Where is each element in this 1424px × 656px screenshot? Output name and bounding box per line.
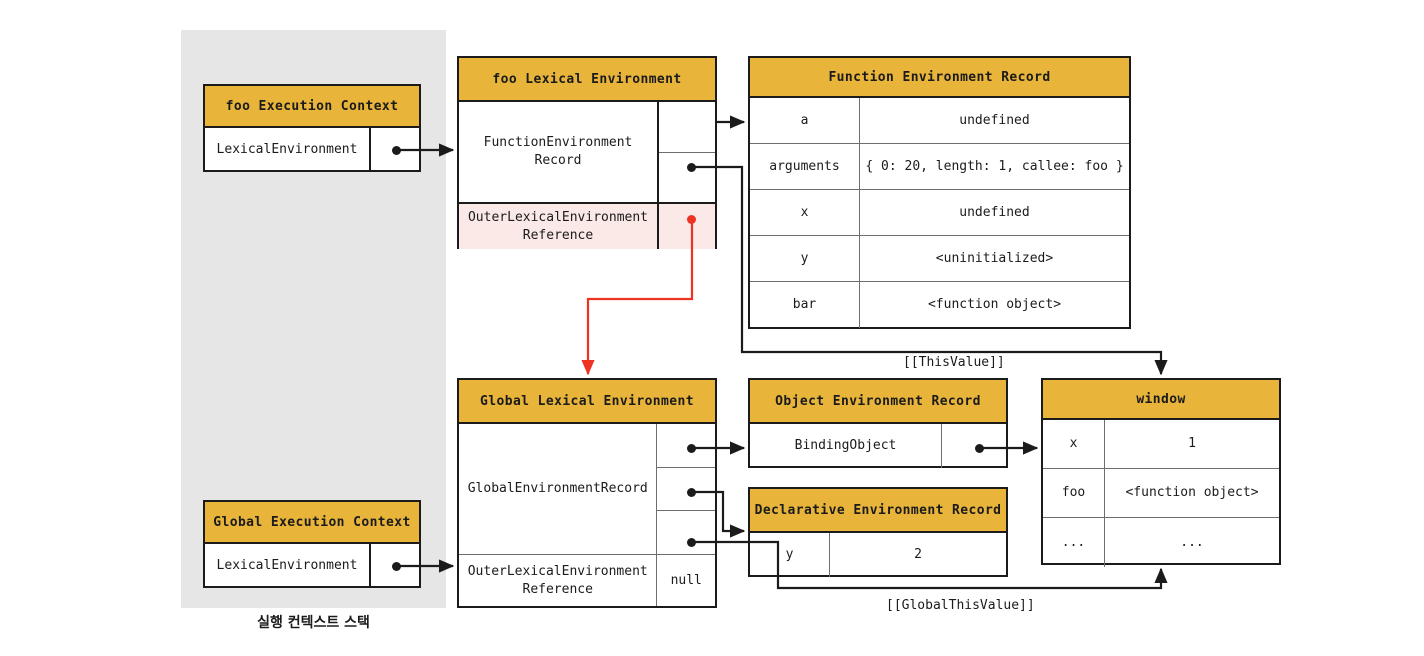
table-row: y 2 (750, 533, 1006, 577)
table-row: arguments { 0: 20, length: 1, callee: fo… (750, 144, 1129, 190)
wire-global-le-to-der (692, 490, 746, 538)
oer-key-bindingobject: BindingObject (750, 424, 942, 468)
table-row: OuterLexicalEnvironment Reference null (459, 554, 715, 606)
table-row: bar <function object> (750, 282, 1129, 328)
window-key-ellipsis: ... (1043, 518, 1105, 567)
window-key-foo: foo (1043, 469, 1105, 517)
declarative-environment-record-title: Declarative Environment Record (750, 489, 1006, 533)
table-row: x undefined (750, 190, 1129, 236)
global-execution-context-box: Global Execution Context LexicalEnvironm… (203, 500, 421, 588)
function-environment-record-title: Function Environment Record (750, 58, 1129, 98)
global-le-slot-declarative-record (657, 468, 715, 512)
execution-context-stack-caption: 실행 컨텍스트 스택 (257, 615, 370, 631)
window-object-box: window x 1 foo <function object> ... ... (1041, 378, 1281, 567)
global-lexical-environment-title: Global Lexical Environment (459, 380, 715, 424)
foo-le-slot-record (659, 102, 715, 153)
pointer-dot-global-le-globalthis (687, 538, 696, 547)
global-lexical-environment-box: Global Lexical Environment GlobalEnviron… (457, 378, 717, 608)
table-row: LexicalEnvironment (205, 544, 419, 588)
pointer-dot-bindingobject (975, 444, 984, 453)
global-execution-context-title: Global Execution Context (205, 502, 419, 544)
fer-value-a: undefined (959, 112, 1030, 128)
function-environment-record-box: Function Environment Record a undefined … (748, 56, 1131, 329)
pointer-dot-global-le-oer (687, 444, 696, 453)
der-key-y: y (750, 533, 830, 577)
global-le-outer-ref-pointer: null (657, 555, 715, 606)
fer-key-y: y (750, 236, 860, 281)
table-row: GlobalEnvironmentRecord (459, 424, 715, 554)
foo-le-record-label: FunctionEnvironment Record (459, 102, 659, 202)
fer-key-a: a (750, 98, 860, 143)
foo-lexical-environment-title: foo Lexical Environment (459, 58, 715, 102)
global-ec-lexical-environment-label: LexicalEnvironment (205, 544, 371, 588)
window-value-ellipsis: ... (1180, 534, 1204, 550)
table-row: FunctionEnvironment Record (459, 102, 715, 202)
foo-lexical-environment-box: foo Lexical Environment FunctionEnvironm… (457, 56, 717, 249)
wire-this-value-to-window (692, 165, 1168, 376)
pointer-dot-foo-le-this (687, 163, 696, 172)
wire-outer-ref-to-global-le (581, 219, 694, 376)
foo-le-record-pointer-slots (659, 102, 715, 202)
table-row: foo <function object> (1043, 469, 1279, 518)
pointer-dot-foo-le-outer-ref (687, 215, 696, 224)
fer-value-x: undefined (959, 204, 1030, 220)
fer-value-bar: <function object> (927, 297, 1062, 313)
global-le-outer-ref-value: null (670, 572, 702, 588)
window-value-x: 1 (1188, 436, 1196, 452)
fer-value-y: <uninitialized> (935, 250, 1054, 266)
global-le-record-pointer-slots (657, 424, 715, 554)
wire-label-this-value: [[ThisValue]] (903, 355, 1005, 370)
global-le-slot-object-record (657, 424, 715, 468)
table-row: x 1 (1043, 420, 1279, 469)
window-value-foo: <function object> (1125, 485, 1259, 501)
fer-key-bar: bar (750, 282, 860, 328)
foo-execution-context-box: foo Execution Context LexicalEnvironment (203, 84, 421, 172)
wire-global-this-value-to-window (692, 540, 1168, 590)
der-value-y: 2 (914, 547, 922, 563)
foo-ec-lexical-environment-label: LexicalEnvironment (205, 128, 371, 172)
declarative-environment-record-box: Declarative Environment Record y 2 (748, 487, 1008, 577)
wire-label-global-this-value: [[GlobalThisValue]] (886, 598, 1035, 613)
foo-le-outer-ref-label: OuterLexicalEnvironment Reference (459, 204, 659, 249)
fer-value-arguments: { 0: 20, length: 1, callee: foo } (865, 158, 1124, 174)
table-row: BindingObject (750, 424, 1006, 468)
pointer-dot-foo-ec (392, 146, 401, 155)
pointer-dot-global-ec (392, 562, 401, 571)
window-key-x: x (1043, 420, 1105, 468)
table-row: LexicalEnvironment (205, 128, 419, 172)
global-le-record-label: GlobalEnvironmentRecord (459, 424, 658, 554)
fer-key-x: x (750, 190, 860, 235)
global-le-outer-ref-label: OuterLexicalEnvironment Reference (459, 555, 658, 606)
pointer-dot-global-le-der (687, 488, 696, 497)
object-environment-record-box: Object Environment Record BindingObject (748, 378, 1008, 468)
table-row: OuterLexicalEnvironment Reference (459, 202, 715, 249)
foo-execution-context-title: foo Execution Context (205, 86, 419, 128)
window-title: window (1043, 380, 1279, 420)
table-row: a undefined (750, 98, 1129, 144)
table-row: y <uninitialized> (750, 236, 1129, 282)
fer-key-arguments: arguments (750, 144, 860, 189)
table-row: ... ... (1043, 518, 1279, 567)
object-environment-record-title: Object Environment Record (750, 380, 1006, 424)
